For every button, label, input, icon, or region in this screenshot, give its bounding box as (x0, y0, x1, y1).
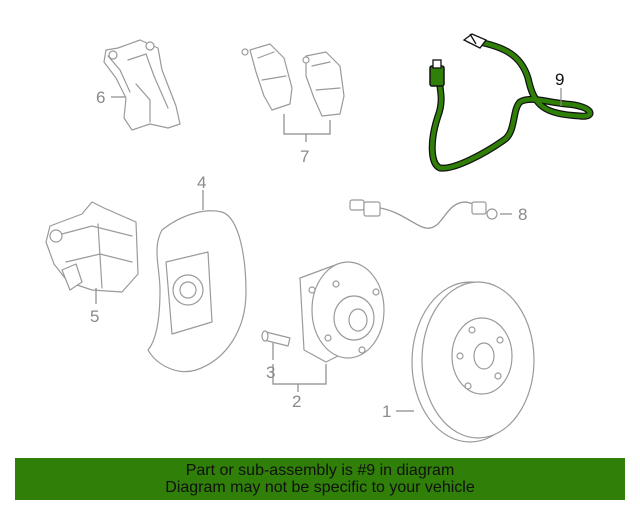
parts-diagram: 6 7 9 4 5 (45, 33, 594, 443)
brake-rotor[interactable] (411, 281, 535, 443)
callout-5: 5 (90, 307, 99, 326)
callout-1: 1 (382, 402, 391, 421)
callout-3: 3 (266, 363, 275, 382)
callout-4: 4 (197, 173, 206, 192)
wheel-stud[interactable] (261, 330, 291, 347)
callout-7: 7 (300, 147, 309, 166)
hub-bearing[interactable] (299, 261, 385, 363)
callout-8: 8 (518, 205, 527, 224)
banner-line-1: Part or sub-assembly is #9 in diagram (185, 462, 455, 479)
banner-line-2: Diagram may not be specific to your vehi… (165, 479, 475, 496)
brake-pads[interactable] (241, 43, 345, 117)
brake-hose[interactable] (349, 199, 498, 229)
splash-shield[interactable] (147, 210, 247, 373)
wheel-speed-sensor-harness[interactable] (428, 33, 594, 172)
info-banner: Part or sub-assembly is #9 in diagram Di… (15, 458, 625, 500)
callout-2: 2 (292, 392, 301, 411)
callout-9: 9 (555, 70, 564, 89)
brake-caliper[interactable] (45, 201, 139, 293)
callout-6: 6 (96, 88, 105, 107)
caliper-bracket[interactable] (103, 39, 181, 131)
